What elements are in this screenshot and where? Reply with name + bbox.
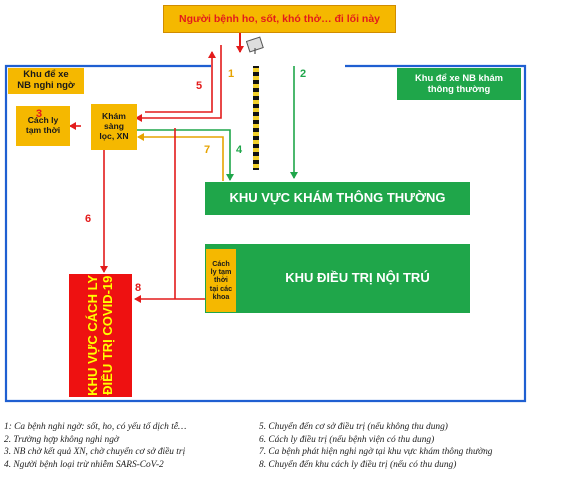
screening-box: Khám sàng lọc, XN bbox=[91, 104, 137, 150]
legend-item-1: 1: Ca bệnh nghi ngờ: sốt, ho, có yếu tố … bbox=[4, 422, 187, 432]
route-number-6: 6 bbox=[85, 213, 92, 225]
legend-item-4: 4. Người bệnh loại trừ nhiễm SARS-CoV-2 bbox=[4, 459, 164, 470]
legend-item-7: 7. Ca bệnh phát hiện nghi ngờ tại khu vự… bbox=[259, 447, 493, 458]
route-number-8: 8 bbox=[135, 282, 142, 294]
entrance-banner: Người bệnh ho, sốt, khó thở… đi lối này bbox=[163, 5, 396, 33]
covid-isolation-area: KHU VỰC CÁCH LY ĐIỀU TRỊ COVID-19 bbox=[69, 274, 132, 397]
covid-isolation-label: KHU VỰC CÁCH LY ĐIỀU TRỊ COVID-19 bbox=[84, 275, 115, 396]
hospital-perimeter bbox=[4, 64, 527, 403]
legend-item-6: 6. Cách ly điều trị (nếu bệnh viện có th… bbox=[259, 434, 435, 445]
route-4-line bbox=[125, 129, 234, 181]
route-1-line bbox=[135, 45, 222, 122]
gate-barrier bbox=[253, 66, 259, 170]
route-number-5: 5 bbox=[196, 80, 203, 92]
normal-exam-area: KHU VỰC KHÁM THÔNG THƯỜNG bbox=[205, 182, 470, 215]
route-number-1: 1 bbox=[228, 68, 235, 80]
department-isolation-box: Cách ly tạm thời tại các khoa bbox=[206, 249, 236, 312]
legend-item-3: 3. NB chờ kết quả XN, chờ chuyển cơ sở đ… bbox=[4, 447, 186, 458]
route-number-3: 3 bbox=[36, 108, 43, 120]
route-number-4: 4 bbox=[236, 144, 243, 156]
legend-item-2: 2. Trường hợp không nghi ngờ bbox=[4, 434, 119, 445]
route-number-2: 2 bbox=[300, 68, 307, 80]
legend-right: 5. Chuyển đến cơ sở điều trị (nếu không … bbox=[259, 421, 493, 471]
legend-item-8: 8. Chuyển đến khu cách ly điều trị (nếu … bbox=[259, 459, 457, 470]
inpatient-area: KHU ĐIỀU TRỊ NỘI TRÚ bbox=[205, 244, 470, 313]
route-number-7: 7 bbox=[204, 144, 211, 156]
legend-item-5: 5. Chuyển đến cơ sở điều trị (nếu không … bbox=[259, 422, 448, 432]
route-5-line bbox=[145, 51, 216, 113]
route-7-line bbox=[137, 133, 224, 181]
legend-left: 1: Ca bệnh nghi ngờ: sốt, ho, có yếu tố … bbox=[4, 421, 186, 471]
parking-suspect-label: Khu để xe NB nghi ngờ bbox=[8, 68, 84, 94]
temporary-isolation-box: Cách ly tạm thời bbox=[16, 106, 70, 146]
sign-icon bbox=[245, 36, 266, 54]
parking-normal-label: Khu để xe NB khám thông thường bbox=[397, 68, 521, 100]
